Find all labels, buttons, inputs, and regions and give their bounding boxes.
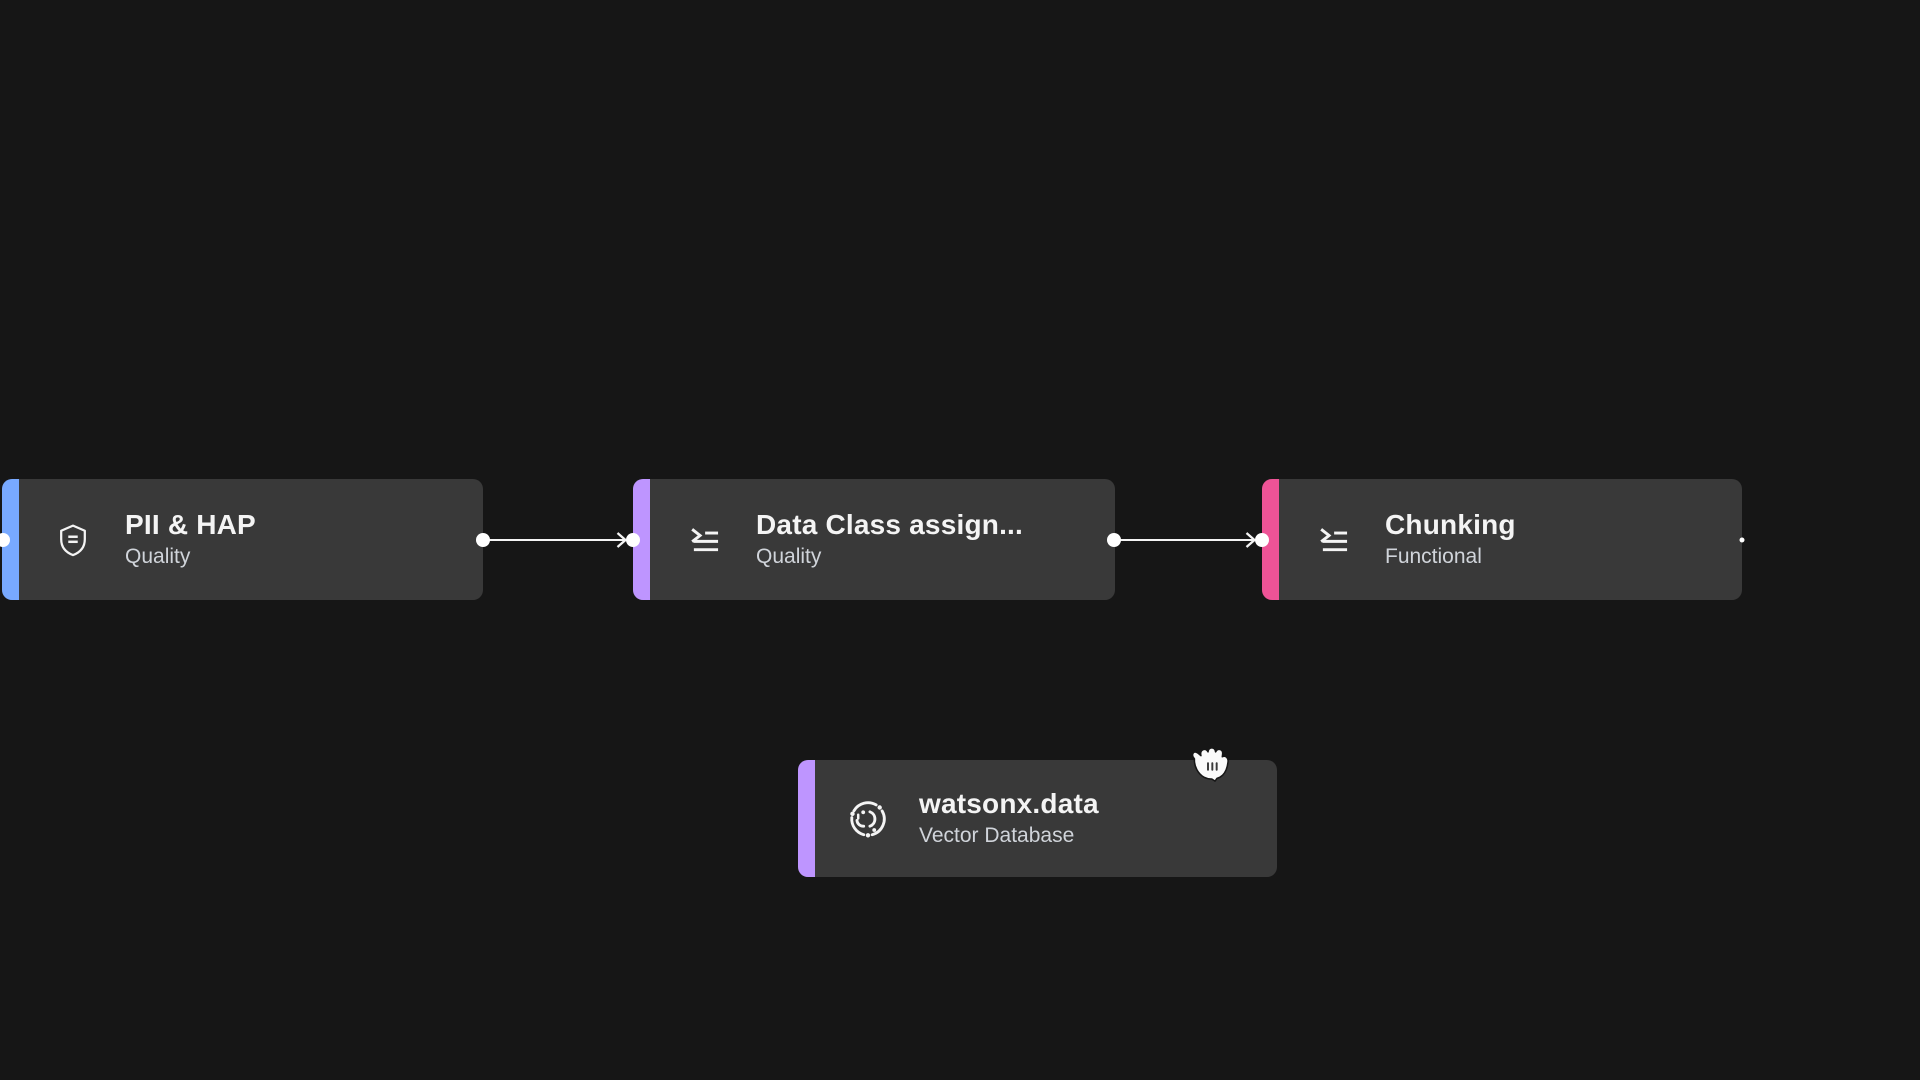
port-input-chunking[interactable] [1255, 533, 1269, 547]
port-output-chunking[interactable] [1739, 537, 1745, 543]
port-output-pii-hap[interactable] [476, 533, 490, 547]
node-subtitle: Vector Database [919, 823, 1075, 847]
node-watsonx-data[interactable]: watsonx.data Vector Database [798, 760, 1277, 877]
edge-pii-hap-to-data-class[interactable] [483, 532, 628, 548]
port-input-pii-hap[interactable] [0, 533, 10, 547]
node-accent-bar [798, 760, 815, 877]
node-accent-bar [1262, 479, 1279, 600]
node-title: Chunking [1385, 508, 1516, 540]
node-subtitle: Functional [1385, 544, 1482, 568]
task-list-icon [683, 519, 725, 561]
node-title: PII & HAP [125, 508, 256, 540]
task-list-icon [1312, 519, 1354, 561]
node-title: watsonx.data [919, 787, 1099, 819]
node-title: Data Class assign... [756, 508, 1024, 540]
node-pii-hap[interactable]: PII & HAP Quality [2, 479, 483, 600]
node-chunking[interactable]: Chunking Functional [1262, 479, 1742, 600]
security-shield-icon [52, 519, 94, 561]
node-subtitle: Quality [756, 544, 822, 568]
node-subtitle: Quality [125, 544, 191, 568]
node-accent-bar [2, 479, 19, 600]
node-accent-bar [633, 479, 650, 600]
node-data-class-assign[interactable]: Data Class assign... Quality [633, 479, 1115, 600]
port-output-data-class[interactable] [1107, 533, 1121, 547]
edge-data-class-to-chunking[interactable] [1114, 532, 1257, 548]
watsonx-data-icon [845, 796, 891, 842]
port-input-data-class[interactable] [626, 533, 640, 547]
